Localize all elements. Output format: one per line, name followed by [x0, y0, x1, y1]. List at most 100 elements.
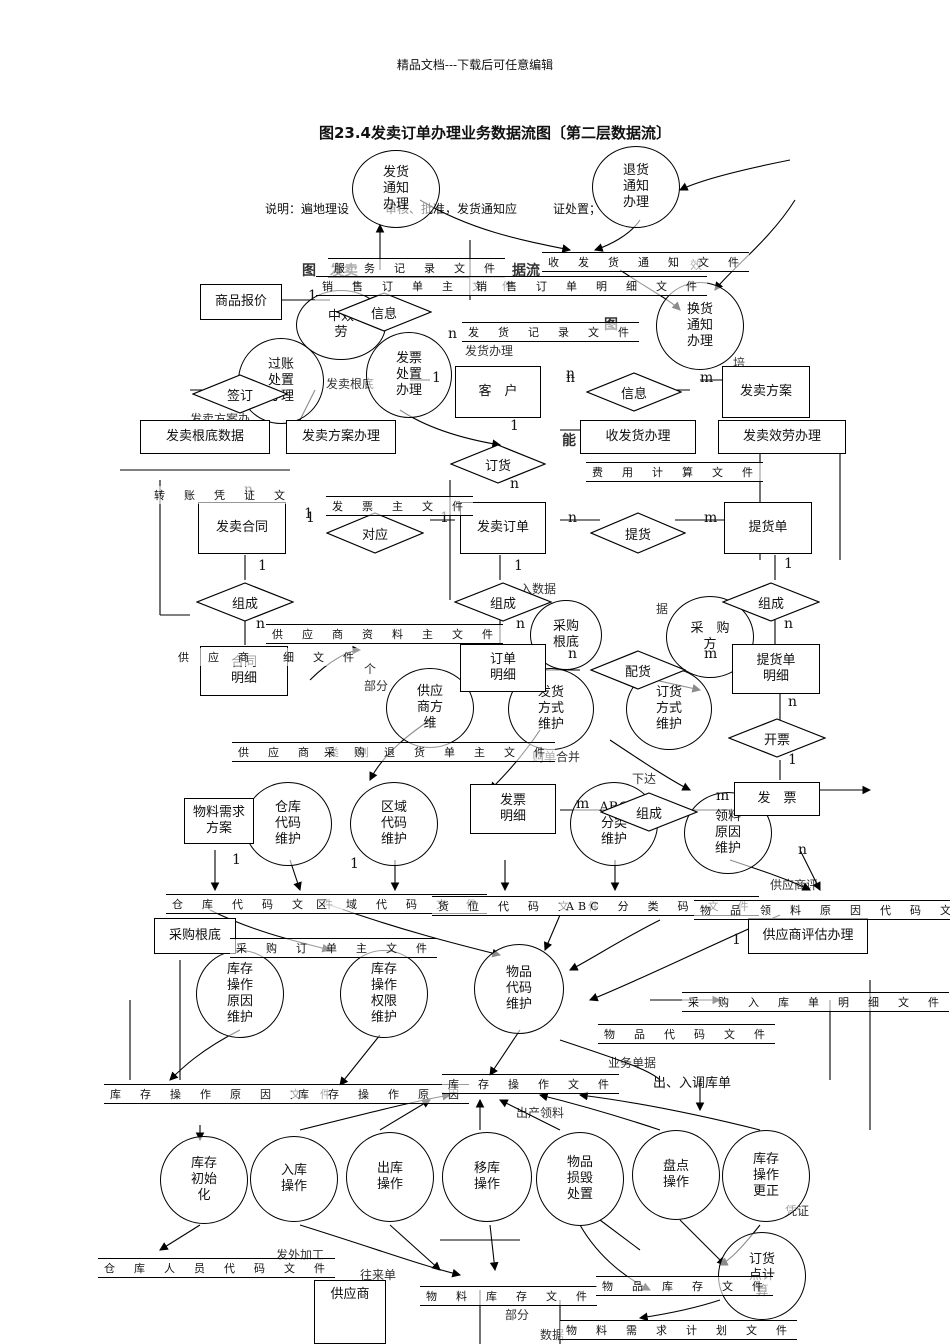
- entity-pick-list[interactable]: 提货单: [724, 502, 812, 554]
- process-label: 库存 操作 更正: [752, 1152, 779, 1199]
- data-store[interactable]: 费 用 计 算 文 件: [586, 462, 763, 482]
- data-store[interactable]: 物 料 需 求 计 划 文 件: [560, 1320, 797, 1340]
- entity-order-detail[interactable]: 订单 明细: [460, 644, 546, 692]
- data-store[interactable]: 库 存 操 作 原 因: [292, 1084, 469, 1104]
- data-store[interactable]: 采 购 退 货 单 主 文 件: [318, 742, 555, 762]
- entity-label: 订单 明细: [489, 652, 516, 683]
- entity-base-data[interactable]: 发卖根底数据: [140, 420, 270, 454]
- data-store-label: 物 品 库 存 文 件: [602, 1280, 767, 1293]
- data-store[interactable]: 物 品 代 码 文 件: [598, 1024, 775, 1044]
- data-store[interactable]: 采 购 订 单 主 文 件: [230, 938, 437, 958]
- relation-compose-4[interactable]: 组成: [600, 792, 698, 832]
- process-stock-out[interactable]: 出库 操作: [346, 1132, 434, 1222]
- data-store[interactable]: 供 应 商 细 文 件: [172, 648, 364, 666]
- relation-sign[interactable]: 签订: [192, 374, 288, 414]
- process-label: 物品 损毁 处置: [566, 1155, 593, 1202]
- process-item-code[interactable]: 物品 代码 维护: [474, 944, 564, 1034]
- data-store-label: 服 务 记 录 文 件: [334, 262, 499, 275]
- relation-compose-2[interactable]: 组成: [454, 582, 552, 622]
- cardinality-label: m: [576, 796, 590, 812]
- entity-effect-handle[interactable]: 发卖效劳办理: [718, 420, 846, 454]
- relation-invoice-open[interactable]: 开票: [728, 718, 826, 758]
- process-warehouse-code[interactable]: 仓库 代码 维护: [244, 782, 332, 866]
- process-order-method[interactable]: 订货 方式 维护: [626, 668, 712, 750]
- entity-customer[interactable]: 客 户: [455, 366, 541, 418]
- data-store[interactable]: 供 应 商 资 料 主 文 件: [266, 624, 503, 644]
- entity-receive-ship[interactable]: 收发货办理: [580, 420, 696, 454]
- process-label: 库存 初始 化: [190, 1156, 217, 1203]
- data-store[interactable]: 转 账 凭 证 文: [148, 486, 295, 504]
- process-item-damage[interactable]: 物品 损毁 处置: [536, 1132, 624, 1226]
- process-label: 物品 代码 维护: [505, 965, 532, 1012]
- entity-purchase-base[interactable]: 采购根底: [154, 918, 236, 954]
- entity-pick-detail[interactable]: 提货单 明细: [732, 644, 820, 694]
- relation-compose-1[interactable]: 组成: [196, 582, 294, 622]
- process-label: 盘点 操作: [662, 1159, 689, 1190]
- data-store[interactable]: 仓 库 人 员 代 码 文 件: [98, 1258, 335, 1278]
- process-stock-update[interactable]: 库存 操作 更正: [722, 1130, 810, 1222]
- entity-plan[interactable]: 发卖方案: [722, 366, 810, 418]
- data-store[interactable]: 销 售 订 单 明 细 文 件: [470, 276, 707, 296]
- data-store-label: 发 货 记 录 文 件: [468, 326, 633, 339]
- data-store-label: 物 品 领 料 原 因 代 码 文 件: [700, 904, 950, 917]
- process-stock-move[interactable]: 移库 操作: [442, 1132, 532, 1222]
- entity-label: 客 户: [478, 384, 518, 399]
- relation-compose-3[interactable]: 组成: [722, 582, 820, 622]
- relation-info-1[interactable]: 信息: [336, 292, 432, 332]
- data-store[interactable]: 库 存 操 作 原 因 文 件: [104, 1084, 341, 1104]
- entity-in-out[interactable]: 出、入调库单: [644, 1070, 740, 1098]
- process-stock-in[interactable]: 入库 操作: [250, 1136, 338, 1222]
- data-store[interactable]: 收 发 货 通 知 文 件: [542, 252, 749, 272]
- entity-supplier-eval[interactable]: 供应商评估办理: [748, 918, 868, 954]
- data-store[interactable]: 物 品 领 料 原 因 代 码 文 件: [694, 900, 950, 920]
- process-label: 出库 操作: [376, 1161, 403, 1192]
- process-inventory-check[interactable]: 盘点 操作: [632, 1130, 720, 1220]
- process-supplier-maint[interactable]: 供应 商方 维: [386, 668, 474, 748]
- cardinality-label: m: [716, 788, 730, 804]
- data-store[interactable]: 采 购 入 库 单 明 细 文 件: [682, 992, 949, 1012]
- data-store[interactable]: 发 票 主 文 件: [326, 496, 473, 516]
- entity-material-plan[interactable]: 物料需求 方案: [184, 798, 254, 844]
- entity-invoice-detail[interactable]: 发票 明细: [470, 784, 556, 834]
- entity-invoice[interactable]: 发 票: [734, 782, 820, 816]
- relation-info-2[interactable]: 信息: [586, 372, 682, 412]
- process-ship-notice[interactable]: 发货 通知 办理: [352, 150, 440, 228]
- cardinality-label: n: [568, 646, 578, 662]
- entity-plan-handle[interactable]: 发卖方案办理: [286, 420, 396, 454]
- data-store[interactable]: 仓 库 代 码 文 件: [166, 894, 343, 914]
- relation-allocate[interactable]: 配货: [590, 650, 686, 690]
- process-exchange-notice[interactable]: 换货 通知 办理: [656, 282, 744, 370]
- relation-pickup[interactable]: 提货: [590, 512, 686, 554]
- data-store-label: 费 用 计 算 文 件: [592, 466, 757, 479]
- process-posting[interactable]: 过账 处置 办理: [238, 338, 324, 424]
- process-region-code[interactable]: 区域 代码 维护: [350, 782, 438, 866]
- process-return-notice[interactable]: 退货 通知 办理: [592, 146, 680, 228]
- diamond-shape: [196, 582, 294, 622]
- process-label: 退货 通知 办理: [622, 163, 649, 210]
- process-stock-permission[interactable]: 库存 操作 权限 维护: [340, 950, 428, 1038]
- entity-vendor[interactable]: 供应商: [314, 1280, 386, 1344]
- relation-order[interactable]: 订货: [450, 444, 546, 484]
- process-label: 库存 操作 权限 维护: [370, 962, 397, 1025]
- process-stock-init[interactable]: 库存 初始 化: [160, 1136, 248, 1224]
- entity-label: 提货单 明细: [756, 653, 796, 684]
- diamond-shape: [450, 444, 546, 484]
- relation-correspond[interactable]: 对应: [326, 512, 424, 554]
- process-label: 采 购 方: [690, 621, 730, 652]
- data-store[interactable]: 服 务 记 录 文 件: [328, 258, 505, 278]
- ghost-text: 业务单据: [608, 1056, 657, 1070]
- data-store[interactable]: 库 存 操 作 文 件: [442, 1074, 619, 1094]
- entity-contract[interactable]: 发卖合同: [198, 502, 286, 554]
- data-store[interactable]: 物 品 库 存 文 件: [596, 1276, 773, 1296]
- entity-order[interactable]: 发卖订单: [460, 502, 546, 554]
- process-stock-reason[interactable]: 库存 操作 原因 维护: [196, 950, 284, 1038]
- data-store[interactable]: 物 料 库 存 文 件: [420, 1286, 597, 1306]
- process-invoice[interactable]: 发票 处置 办理: [366, 332, 452, 418]
- data-store-label: 发 票 主 文 件: [332, 500, 467, 513]
- data-store-label: 收 发 货 通 知 文 件: [548, 256, 743, 269]
- relation-label: 组成: [231, 596, 258, 612]
- data-store[interactable]: 发 货 记 录 文 件: [462, 322, 639, 342]
- cardinality-label: 1: [308, 288, 317, 304]
- process-requisition-reason[interactable]: 领料 原因 维护: [684, 792, 772, 874]
- entity-price[interactable]: 商品报价: [200, 284, 282, 320]
